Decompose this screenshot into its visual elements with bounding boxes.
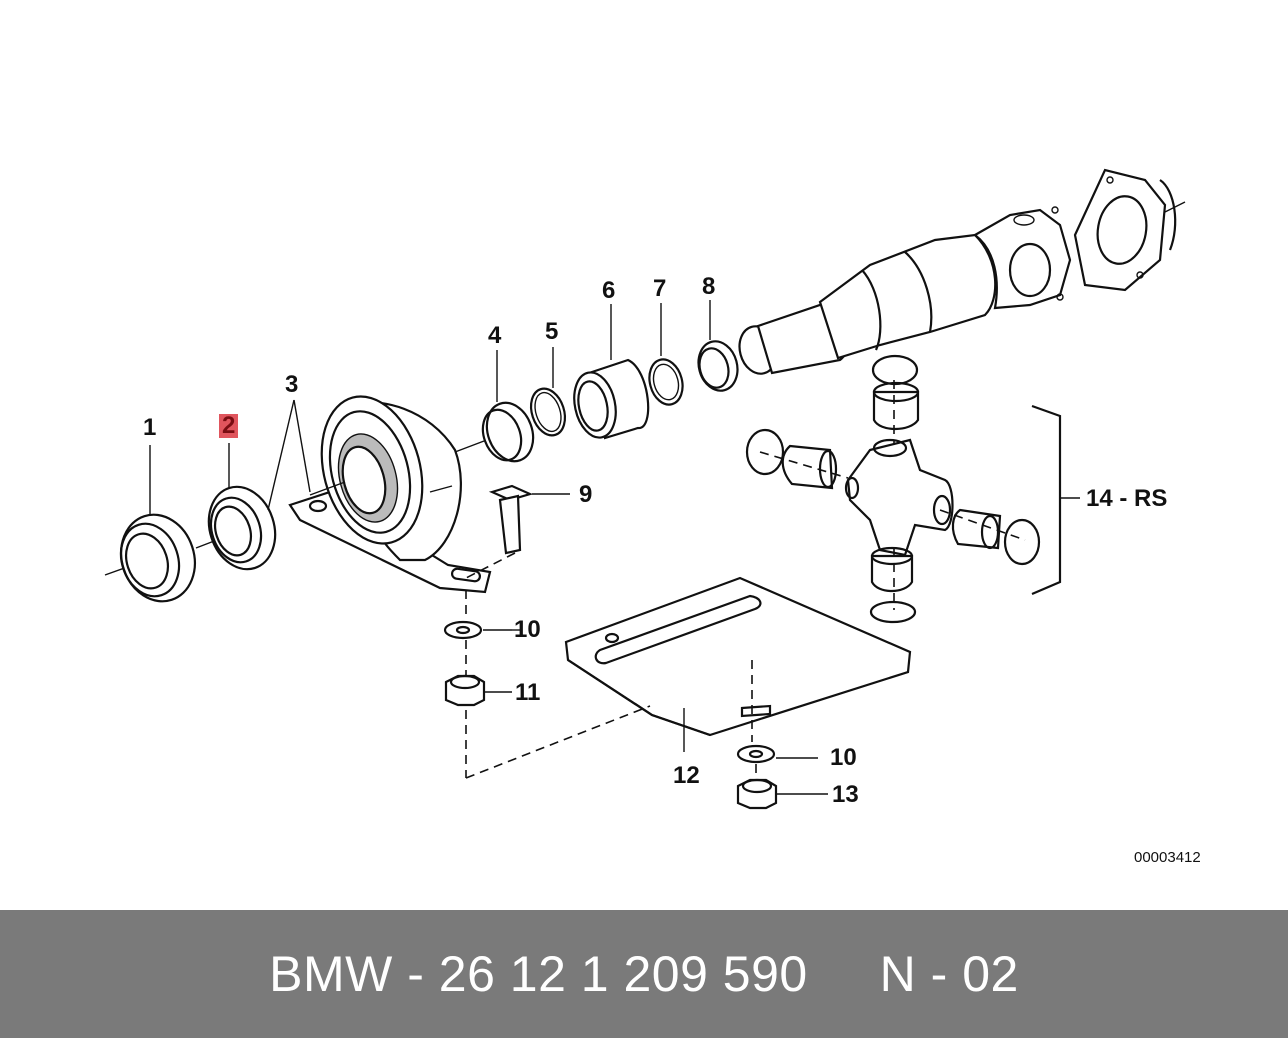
exploded-parts-diagram [104, 168, 1186, 810]
label-part-5: 5 [545, 318, 559, 345]
part-6-sleeve [573, 304, 650, 440]
part-10-washer-left [443, 590, 512, 640]
part-5-circlip [529, 347, 567, 437]
footer-bar: BMW - 26 12 1 209 590 N - 02 [0, 910, 1288, 1038]
part-11-nut-left [444, 640, 512, 778]
part-2-bearing [195, 443, 277, 571]
part-4-ring [454, 350, 535, 463]
part-13-nut-right [736, 764, 828, 810]
label-part-12: 12 [673, 762, 700, 789]
label-part-10-left: 10 [514, 616, 541, 643]
part-8-bush [697, 300, 739, 392]
label-part-14-rs: 14 - RS [1086, 485, 1168, 512]
part-12-mounting-plate [465, 576, 912, 779]
drive-shaft [738, 168, 1186, 375]
part-10-washer-right [736, 744, 818, 764]
label-part-7: 7 [653, 275, 667, 302]
label-part-6: 6 [602, 277, 616, 304]
label-part-4: 4 [488, 322, 502, 349]
image-id: 00003412 [1134, 849, 1201, 866]
label-part-11: 11 [515, 679, 541, 706]
label-part-9: 9 [579, 481, 593, 508]
label-part-8: 8 [702, 273, 716, 300]
part-3-center-bearing-housing [267, 395, 492, 594]
footer-part-number: BMW - 26 12 1 209 590 N - 02 [269, 946, 1019, 1002]
part-7-ring [648, 303, 684, 406]
label-part-13: 13 [832, 781, 859, 808]
label-part-3: 3 [285, 371, 299, 398]
label-part-2-highlighted: 2 [219, 414, 239, 438]
part-14-universal-joint [745, 354, 1080, 624]
part-1-seal-ring [104, 445, 196, 603]
label-part-10-right: 10 [830, 744, 857, 771]
label-part-1: 1 [143, 414, 157, 441]
part-9-bolt [465, 484, 570, 579]
